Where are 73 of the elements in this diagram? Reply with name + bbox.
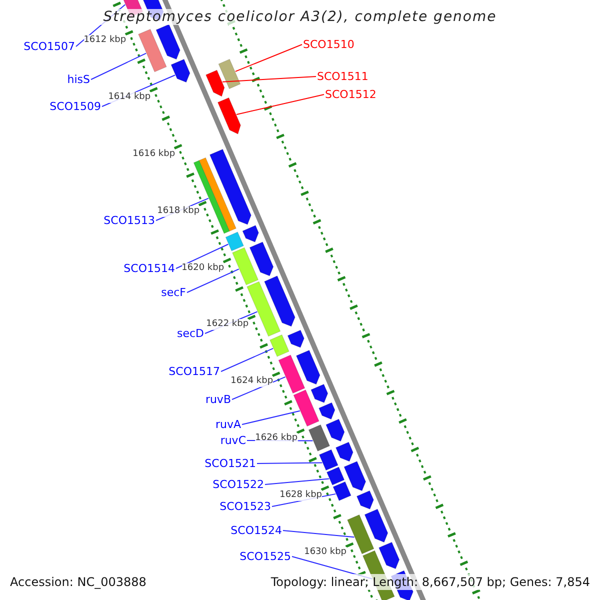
gene-bar <box>347 514 374 554</box>
gene-bar <box>138 28 167 72</box>
gene-feature <box>249 242 274 276</box>
leader-line <box>264 478 330 485</box>
gene-bar <box>270 334 290 357</box>
gene-label: ruvB <box>205 393 231 406</box>
gene-label: SCO1512 <box>325 88 376 101</box>
gene-label: SCO1522 <box>212 478 264 491</box>
leader-line <box>90 52 147 80</box>
gene-bar <box>318 449 338 471</box>
gene-feature <box>364 508 388 543</box>
gene-feature <box>335 442 354 462</box>
scale-label: 1618 kbp <box>157 206 200 217</box>
gene-feature <box>170 58 190 83</box>
gene-label: SCO1513 <box>104 214 155 227</box>
gene-feature <box>378 542 400 570</box>
gene-label: secD <box>176 327 204 340</box>
leader-line <box>256 462 323 464</box>
gene-feature <box>326 418 345 442</box>
gene-label: SCO1510 <box>303 38 354 51</box>
gene-feature <box>242 225 259 242</box>
scale-label: 1628 kbp <box>280 490 322 502</box>
gene-label: ruvC <box>220 434 246 447</box>
gene-bar <box>246 281 281 337</box>
gene-label: SCO1511 <box>317 70 368 83</box>
leader-line <box>234 44 302 72</box>
gene-label: SCO1521 <box>204 457 256 470</box>
gene-label: ruvA <box>215 418 241 431</box>
gene-label: SCO1525 <box>240 550 291 563</box>
gene-feature <box>206 70 225 97</box>
gene-label: SCO1514 <box>124 262 175 275</box>
gene-label: SCO1509 <box>50 100 101 113</box>
gene-feature <box>217 97 241 134</box>
leader-line <box>282 530 355 538</box>
leader-line <box>236 94 324 115</box>
gene-label: SCO1524 <box>230 524 282 537</box>
gene-feature <box>264 276 296 327</box>
gene-bar <box>326 466 345 486</box>
scale-label: 1630 kbp <box>304 547 347 558</box>
scale-label: 1620 kbp <box>182 262 224 274</box>
scale-label: 1616 kbp <box>132 148 176 160</box>
leader-line <box>222 76 316 82</box>
gene-feature <box>287 330 304 348</box>
leader-line <box>242 410 300 425</box>
gene-bar <box>198 157 236 232</box>
gene-label: hisS <box>67 73 90 86</box>
gene-bar <box>278 354 306 394</box>
scale-label: 1626 kbp <box>255 433 298 444</box>
leader-line <box>220 348 274 372</box>
accession-text: Accession: NC_003888 <box>10 574 146 590</box>
gene-bar <box>218 58 241 90</box>
scale-label: 1614 kbp <box>108 92 151 103</box>
gene-label: secF <box>161 286 186 299</box>
gene-bar <box>293 390 320 427</box>
gene-bar <box>232 247 259 286</box>
gene-feature <box>209 148 252 225</box>
gene-bar <box>308 424 330 452</box>
scale-label: 1612 kbp <box>84 34 126 46</box>
leader-line <box>186 268 240 293</box>
gene-feature <box>356 490 374 510</box>
gene-feature <box>310 384 328 403</box>
gene-feature <box>156 24 180 60</box>
gene-label: SCO1507 <box>24 40 75 53</box>
gene-label: SCO1517 <box>168 365 220 378</box>
gene-bar <box>225 232 244 252</box>
gene-bar <box>332 481 352 501</box>
gene-feature <box>344 461 366 492</box>
scale-label: 1624 kbp <box>230 376 274 388</box>
leader-line <box>176 244 229 269</box>
gene-label: SCO1523 <box>220 500 271 513</box>
genome-info-text: Topology: linear; Length: 8,667,507 bp; Genes: 7,854 <box>270 574 590 590</box>
gene-feature <box>296 350 320 385</box>
scale-label: 1622 kbp <box>206 319 249 330</box>
